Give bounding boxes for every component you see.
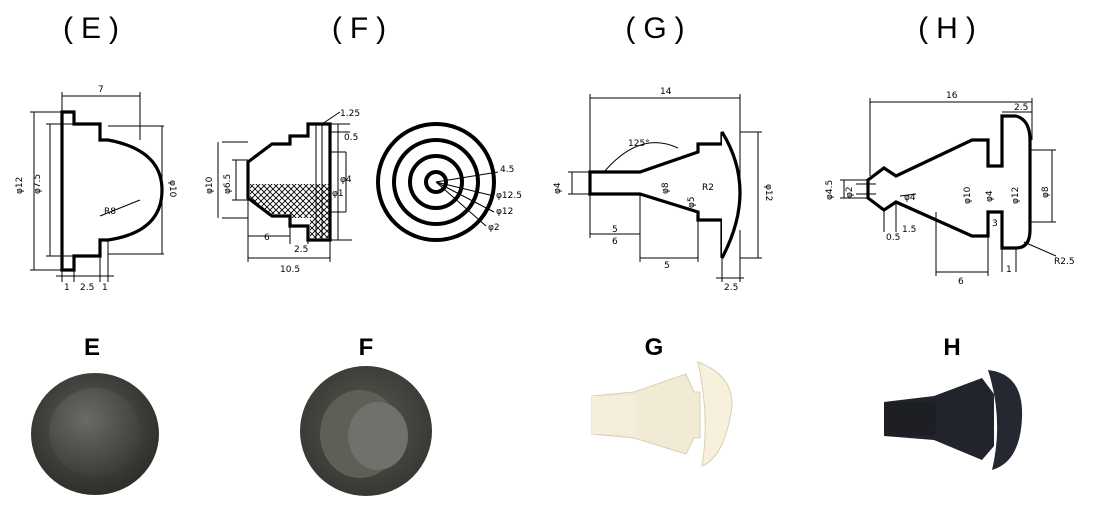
- dim-e-1: φ12: [15, 177, 25, 194]
- photo-f-label: F: [358, 334, 374, 361]
- figure-e-heading: (E): [63, 12, 127, 45]
- dim-f-9: 4.5: [500, 165, 514, 175]
- dim-e-3: φ10: [167, 180, 177, 198]
- dim-f-8: φ1: [332, 189, 344, 199]
- dim-g-0: 14: [660, 87, 672, 97]
- drawing-g-angle-arc: [603, 142, 679, 173]
- dim-e-4: R8: [104, 207, 116, 217]
- dim-e-6: 2.5: [80, 283, 94, 293]
- photo-e: [31, 373, 159, 495]
- drawing-h: 16 2.5 φ4.5 φ2 φ4 0.5 1.5 φ10 φ4 φ12 φ8 …: [825, 91, 1075, 287]
- photo-g: [591, 361, 733, 467]
- dim-g-10: 2.5: [724, 283, 738, 293]
- technical-drawings: 7 φ12 φ7.5 φ10 R8 1 2.5 1 φ10 φ6.5 6 2: [15, 85, 1075, 293]
- dim-e-7: 1: [102, 283, 108, 293]
- photo-f: [300, 366, 432, 496]
- dim-f-1: φ6.5: [223, 174, 233, 194]
- dim-f-12: φ2: [488, 223, 500, 233]
- dim-h-4: φ4: [904, 193, 916, 203]
- dim-h-10: φ8: [1041, 186, 1051, 198]
- figure-h-heading: (H): [918, 12, 984, 45]
- dim-h-6: 1.5: [902, 225, 916, 235]
- photo-e-label: E: [83, 334, 100, 361]
- dim-h-9: φ12: [1011, 187, 1021, 204]
- dim-g-3: 6: [612, 237, 618, 247]
- dim-h-1: 2.5: [1014, 103, 1028, 113]
- dim-f-5: 1.25: [340, 109, 360, 119]
- drawing-e: 7 φ12 φ7.5 φ10 R8 1 2.5 1: [15, 85, 177, 293]
- dim-g-8: 5: [664, 261, 670, 271]
- dim-e-2: φ7.5: [33, 174, 43, 194]
- dim-g-5: φ5: [687, 196, 697, 208]
- drawing-e-profile: [60, 110, 164, 272]
- dim-h-2: φ4.5: [825, 180, 835, 200]
- dim-h-0: 16: [946, 91, 958, 101]
- dim-f-6: 0.5: [344, 133, 358, 143]
- photo-g-label: G: [644, 334, 664, 361]
- drawing-f-side: φ10 φ6.5 6 2.5 10.5 1.25 0.5 φ4 φ1: [205, 109, 360, 275]
- drawing-f-front: 4.5 φ12.5 φ12 φ2: [376, 122, 522, 242]
- dim-g-7: φ12: [763, 184, 773, 201]
- dim-h-7: φ10: [963, 186, 973, 204]
- dim-f-0: φ10: [205, 176, 215, 194]
- dim-f-3: 2.5: [294, 245, 308, 255]
- dim-f-4: 10.5: [280, 265, 300, 275]
- drawing-g: 14 125° φ4 6 φ8 φ5 R2 φ12 5 5 2.5: [553, 87, 773, 293]
- dim-h-13: 1: [1006, 265, 1012, 275]
- dim-h-3: φ2: [845, 186, 855, 198]
- dim-h-8: φ4: [985, 190, 995, 202]
- dim-g-4: φ8: [661, 182, 671, 194]
- drawing-f-hatch: [250, 184, 330, 238]
- dim-h-11: 3: [992, 219, 998, 229]
- dim-e-0: 7: [98, 85, 104, 95]
- drawing-h-profile: [866, 114, 1032, 250]
- dim-h-14: R2.5: [1054, 257, 1075, 267]
- dim-g-9: 5: [612, 225, 618, 235]
- photo-h: [884, 370, 1023, 470]
- photo-h-label: H: [943, 334, 961, 361]
- drawing-g-cap: [720, 131, 742, 259]
- dim-g-2: φ4: [553, 182, 563, 194]
- dim-f-2: 6: [264, 233, 270, 243]
- figure-f-heading: (F): [331, 12, 395, 45]
- figure-g-heading: (G): [625, 12, 693, 45]
- dim-g-6: R2: [702, 183, 714, 193]
- dim-e-5: 1: [64, 283, 70, 293]
- dim-f-11: φ12: [496, 207, 513, 217]
- dim-f-7: φ4: [340, 175, 352, 185]
- dim-f-10: φ12.5: [496, 191, 522, 201]
- dim-g-1: 125°: [628, 139, 650, 149]
- dim-h-12: 6: [958, 277, 964, 287]
- dim-h-5: 0.5: [886, 233, 900, 243]
